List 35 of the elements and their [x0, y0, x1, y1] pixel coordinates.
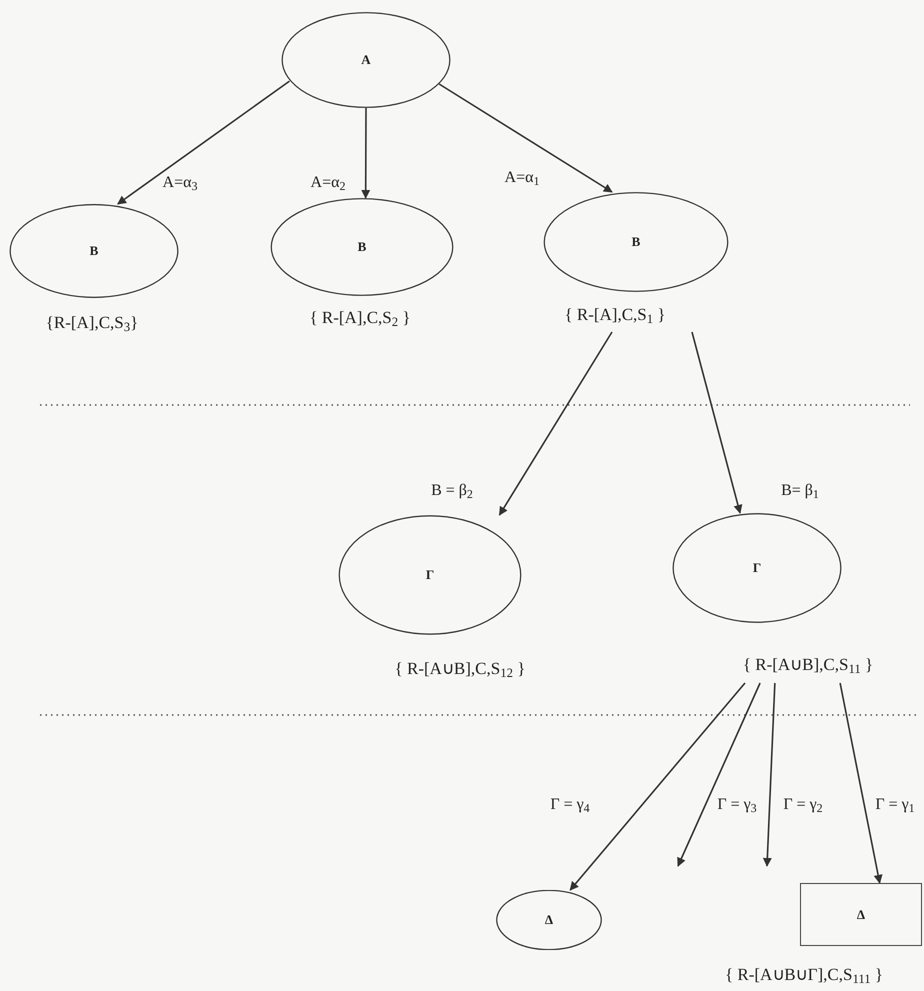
arrow: [117, 80, 290, 205]
arrow: [691, 332, 742, 514]
arrow: [839, 682, 883, 884]
set-label: {R-[A],C,S$_{3}$}: [46, 314, 138, 331]
edge-label: A=α$_{3}$: [162, 175, 198, 191]
set-label: { R-[A∪B∪Γ],C,S$_{111}$ }: [724, 966, 884, 983]
set-label: { R-[A∪B],C,S$_{11}$ }: [742, 656, 874, 673]
set-label: { R-[A∪B],C,S$_{12}$ }: [394, 660, 526, 677]
node-ellipse: [281, 12, 451, 108]
set-label: { R-[A],C,S$_{2}$ }: [309, 309, 411, 326]
node-ellipse: [9, 204, 179, 334]
node-label: Δ: [856, 906, 866, 924]
set-label: { R-[A],C,S$_{1}$ }: [564, 306, 666, 323]
edge-label: Γ = γ$_{2}$: [783, 797, 823, 813]
edge-label: Γ = γ$_{1}$: [875, 797, 915, 813]
node-label: B: [90, 242, 98, 260]
node-label: B: [632, 233, 640, 252]
arrow: [498, 332, 613, 516]
arrow: [677, 682, 761, 867]
arrow: [361, 108, 370, 199]
node-label: Δ: [544, 911, 554, 930]
edge-label: B = β$_{2}$: [431, 483, 473, 499]
arrow: [762, 682, 776, 867]
edge-label: A=α$_{1}$: [504, 170, 540, 186]
edge-label: B= β$_{1}$: [781, 483, 819, 499]
node-label: Γ: [752, 559, 762, 578]
edge-label: A=α$_{2}$: [310, 175, 346, 191]
arrow: [438, 83, 613, 193]
edge-label: Γ = γ$_{3}$: [717, 797, 757, 813]
node-ellipse: [270, 198, 454, 328]
node-label: B: [358, 238, 366, 256]
node-label: Γ: [426, 566, 434, 584]
edge-label: Γ = γ$_{4}$: [550, 797, 590, 813]
arrow: [570, 682, 746, 891]
node-label: A: [361, 51, 371, 70]
